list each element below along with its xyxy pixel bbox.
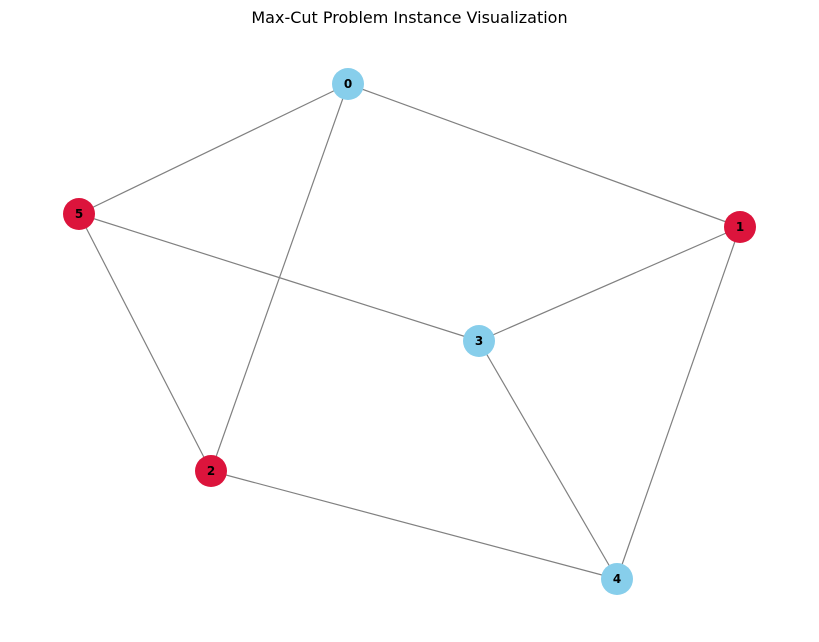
node-2: 2	[195, 455, 227, 487]
node-label-4: 4	[613, 572, 621, 586]
edge-2-4	[210, 470, 618, 580]
edge-0-5	[78, 83, 349, 215]
node-circle-3	[463, 325, 495, 357]
node-1: 1	[724, 211, 756, 243]
node-circle-4	[601, 563, 633, 595]
node-label-2: 2	[207, 464, 215, 478]
edge-0-1	[347, 83, 741, 228]
node-label-3: 3	[475, 334, 483, 348]
node-3: 3	[463, 325, 495, 357]
node-label-0: 0	[344, 77, 352, 91]
node-circle-1	[724, 211, 756, 243]
edge-2-5	[78, 213, 212, 472]
edge-3-4	[478, 340, 618, 580]
node-4: 4	[601, 563, 633, 595]
node-0: 0	[332, 68, 364, 100]
node-circle-0	[332, 68, 364, 100]
chart-title: Max-Cut Problem Instance Visualization	[251, 8, 568, 27]
edge-1-4	[616, 226, 741, 580]
node-label-1: 1	[736, 220, 744, 234]
nodes-layer: 0 1 2 3 4 5	[63, 68, 756, 595]
node-circle-2	[195, 455, 227, 487]
node-label-5: 5	[75, 207, 83, 221]
edges-layer	[78, 83, 741, 580]
node-circle-5	[63, 198, 95, 230]
node-5: 5	[63, 198, 95, 230]
edge-1-3	[478, 226, 741, 342]
edge-3-5	[78, 213, 480, 342]
